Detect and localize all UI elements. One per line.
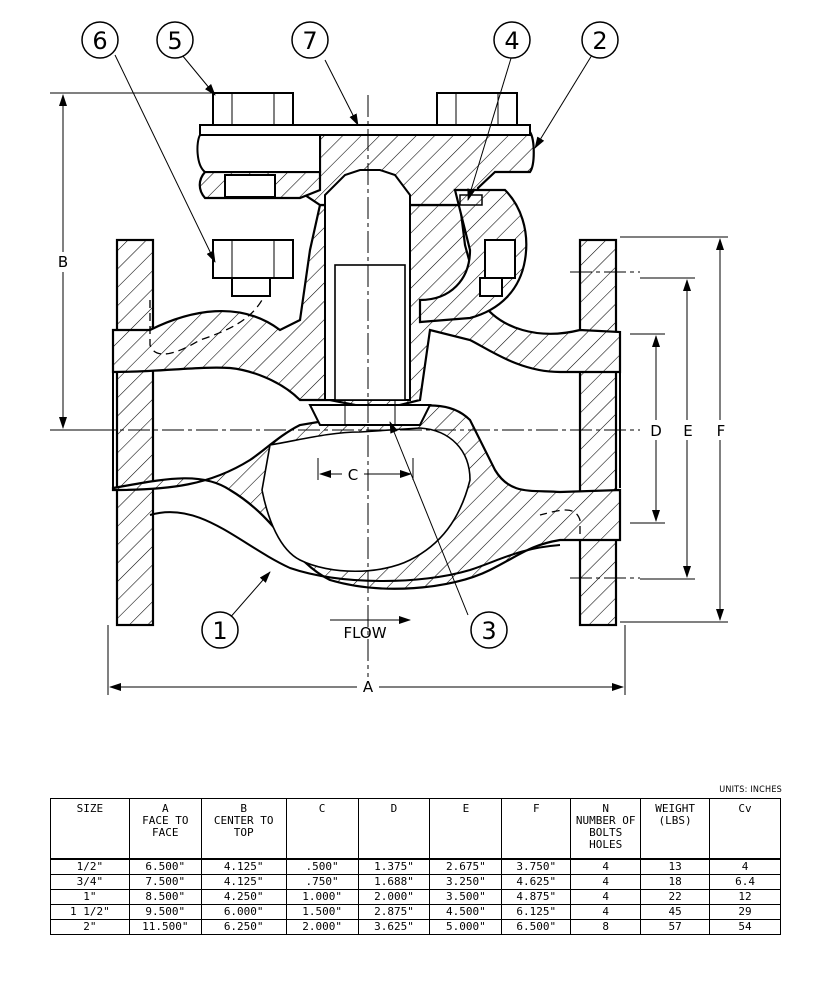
table-cell: 2.000" <box>285 919 359 935</box>
table-row: 2" 11.500" 6.250" 2.000" 3.625" 5.000" 6… <box>50 919 781 935</box>
table-cell: 2" <box>50 919 130 935</box>
cover-plate <box>196 124 531 173</box>
table-header-row: SIZE A FACE TO FACE B CENTER TO TOP C D … <box>50 798 781 860</box>
balloon-3: 3 <box>470 611 508 649</box>
balloon-6: 6 <box>81 21 119 59</box>
table-cell: 6.500" <box>128 858 202 875</box>
table-cell: 3/4" <box>50 874 130 890</box>
table-cell: 4 <box>709 858 781 875</box>
table-cell: 4 <box>570 858 642 875</box>
dimension-label-c: C <box>348 466 358 484</box>
valve-section-drawing: B D E F C A FLOW 1 2 3 4 5 <box>50 21 728 696</box>
table-cell: 4.625" <box>501 874 572 890</box>
units-note: UNITS: INCHES <box>719 785 782 795</box>
table-row: 1/2" 6.500" 4.125" .500" 1.375" 2.675" 3… <box>50 858 781 875</box>
center-lines <box>60 95 640 690</box>
svg-text:6: 6 <box>92 27 107 55</box>
table-cell: 2.675" <box>429 858 503 875</box>
table-cell: .750" <box>285 874 359 890</box>
dimension-label-f: F <box>717 422 726 440</box>
table-cell: 6.000" <box>200 904 287 920</box>
table-cell: 3.625" <box>357 919 431 935</box>
header-d: D <box>357 798 431 860</box>
balloon-5: 5 <box>156 21 194 59</box>
table-cell: 3.250" <box>429 874 503 890</box>
table-cell: 1.500" <box>285 904 359 920</box>
flow-indicator: FLOW <box>330 616 411 642</box>
header-f: F <box>501 798 572 860</box>
table-cell: 13 <box>640 858 711 875</box>
table-cell: 4.875" <box>501 889 572 905</box>
table-cell: 6.4 <box>709 874 781 890</box>
table-cell: 4 <box>570 904 642 920</box>
table-cell: 6.125" <box>501 904 572 920</box>
flow-label: FLOW <box>343 624 386 642</box>
svg-text:3: 3 <box>481 617 496 645</box>
table-cell: 1/2" <box>50 858 130 875</box>
table-cell: 4 <box>570 889 642 905</box>
table-cell: 4 <box>570 874 642 890</box>
header-size: SIZE <box>50 798 130 860</box>
header-weight: WEIGHT (LBS) <box>640 798 711 860</box>
table-cell: 1.375" <box>357 858 431 875</box>
table-cell: 12 <box>709 889 781 905</box>
table-cell: 11.500" <box>128 919 202 935</box>
svg-text:2: 2 <box>592 27 607 55</box>
dimensions-table: SIZE A FACE TO FACE B CENTER TO TOP C D … <box>50 798 781 935</box>
header-n: N NUMBER OF BOLTS HOLES <box>570 798 642 860</box>
table-cell: 57 <box>640 919 711 935</box>
table-cell: 22 <box>640 889 711 905</box>
table-row: 3/4" 7.500" 4.125" .750" 1.688" 3.250" 4… <box>50 874 781 890</box>
table-cell: 29 <box>709 904 781 920</box>
svg-text:1: 1 <box>212 617 227 645</box>
header-c: C <box>285 798 359 860</box>
svg-text:4: 4 <box>504 27 519 55</box>
table-cell: 1.000" <box>285 889 359 905</box>
dimension-label-b: B <box>58 253 68 271</box>
bolts <box>212 92 518 297</box>
table-cell: 6.500" <box>501 919 572 935</box>
table-row: 1" 8.500" 4.250" 1.000" 2.000" 3.500" 4.… <box>50 889 781 905</box>
table-cell: 4.500" <box>429 904 503 920</box>
leader-lines <box>114 54 593 621</box>
table-cell: 5.000" <box>429 919 503 935</box>
table-cell: 6.250" <box>200 919 287 935</box>
table-cell: 9.500" <box>128 904 202 920</box>
table-cell: 4.125" <box>200 874 287 890</box>
dimension-label-e: E <box>683 422 692 440</box>
table-cell: 7.500" <box>128 874 202 890</box>
table-cell: 8 <box>570 919 642 935</box>
svg-text:5: 5 <box>167 27 182 55</box>
table-cell: 3.500" <box>429 889 503 905</box>
svg-text:7: 7 <box>302 27 317 55</box>
balloon-1: 1 <box>201 611 239 649</box>
header-cv: Cv <box>709 798 781 860</box>
table-cell: 8.500" <box>128 889 202 905</box>
dimension-label-d: D <box>650 422 662 440</box>
table-cell: 4.125" <box>200 858 287 875</box>
table-cell: 45 <box>640 904 711 920</box>
balloon-2: 2 <box>581 21 619 59</box>
table-cell: 4.250" <box>200 889 287 905</box>
table-cell: .500" <box>285 858 359 875</box>
table-cell: 18 <box>640 874 711 890</box>
header-e: E <box>429 798 503 860</box>
balloon-7: 7 <box>291 21 329 59</box>
header-b: B CENTER TO TOP <box>200 798 287 860</box>
table-row: 1 1/2" 9.500" 6.000" 1.500" 2.875" 4.500… <box>50 904 781 920</box>
header-a: A FACE TO FACE <box>128 798 202 860</box>
table-cell: 2.875" <box>357 904 431 920</box>
table-cell: 1" <box>50 889 130 905</box>
table-cell: 2.000" <box>357 889 431 905</box>
table-cell: 54 <box>709 919 781 935</box>
balloon-4: 4 <box>493 21 531 59</box>
table-cell: 1 1/2" <box>50 904 130 920</box>
table-cell: 3.750" <box>501 858 572 875</box>
gasket <box>459 194 483 206</box>
table-cell: 1.688" <box>357 874 431 890</box>
dimension-label-a: A <box>363 678 374 696</box>
